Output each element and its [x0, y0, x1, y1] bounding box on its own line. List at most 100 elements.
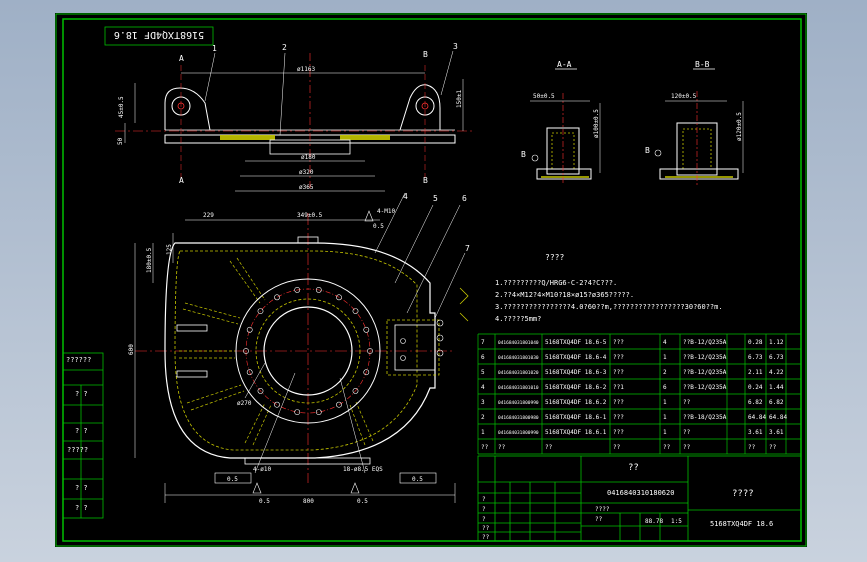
drawing-sheet[interactable]: ?????? ? ? ? ? ????? ? ? ? ? 5168TXQ4DF … — [55, 13, 807, 547]
title-block — [477, 455, 802, 542]
bom-cell-w2: 6.82 — [769, 399, 784, 406]
title-label: ???? — [595, 506, 610, 513]
bom-cell-no: 7 — [481, 339, 485, 346]
bolt-hole — [246, 369, 253, 376]
code-box — [104, 26, 214, 46]
dim-right-h: 150±1 — [456, 90, 463, 108]
bom-cell-mat: ?? — [683, 399, 691, 406]
bom-cell-no: 2 — [481, 414, 485, 421]
title-label: ? — [482, 496, 486, 503]
dim-aa-w: 50±0.5 — [533, 93, 555, 100]
bom-cell-name: 5168TXQ4DF 18.6.1 — [545, 429, 607, 436]
dim-plan-w1: 229 — [203, 212, 214, 219]
bom-header-cell: ?? — [683, 444, 691, 451]
bolt-hole — [243, 348, 249, 354]
bolt-hole — [363, 369, 370, 376]
cut-label-a-top: A — [179, 54, 184, 63]
bom-cell-desc: ??? — [613, 369, 624, 376]
scale-value: 1:5 — [671, 518, 682, 525]
bom-cell-desc: ??? — [613, 354, 624, 361]
bom-cell-code: 041684031801010 — [498, 385, 539, 391]
callout-5: 5 — [433, 194, 438, 203]
cut-label-b-left-2: B — [645, 146, 650, 155]
dim-bb-w: 120±0.5 — [671, 93, 697, 100]
cut-label-b-top: B — [423, 50, 428, 59]
bom-cell-w1: 6.82 — [748, 399, 763, 406]
bom-cell-w1: 3.61 — [748, 429, 763, 436]
left-strip-label: ?????? — [66, 356, 91, 364]
bom-cell-name: 5168TXQ4DF 18.6-2 — [545, 384, 607, 391]
section-bb — [654, 68, 744, 185]
bom-cell-code: 041684031801020 — [498, 370, 539, 376]
dim-left-h1: 45±0.5 — [118, 96, 125, 118]
title-label: ?? — [482, 525, 490, 532]
title-label: ?? — [482, 534, 490, 541]
dim-plan-overall-h: 600 — [128, 344, 135, 355]
bom-cell-qty: 4 — [663, 339, 667, 346]
bolt-hole — [274, 401, 280, 408]
bolt-hole — [352, 387, 359, 394]
bom-cell-code: 041684031800990 — [498, 400, 539, 406]
bom-cell-code: 041684031800980 — [498, 415, 539, 421]
bom-cell-mat: ?? — [683, 429, 691, 436]
dim-hole-label2: 4-M10 — [377, 208, 395, 215]
outer-frame — [55, 13, 807, 547]
drawing-code: 0416840310180620 — [607, 489, 674, 497]
bom-cell-mat: ??B-18/Q235A — [683, 414, 727, 421]
title-label: ? — [482, 506, 486, 513]
bom-cell-w2: 64.84 — [769, 414, 787, 421]
dim-base-mid: ø365 — [299, 184, 314, 191]
title-label: ?? — [595, 516, 603, 523]
bom-cell-w2: 3.61 — [769, 429, 784, 436]
bom-header-cell: ?? — [748, 444, 756, 451]
bom-cell-no: 6 — [481, 354, 485, 361]
bom-cell-w1: 6.73 — [748, 354, 763, 361]
bom-header-cell: ?? — [769, 444, 777, 451]
callout-2: 2 — [282, 43, 287, 52]
dim-plan-h2: 180±0.5 — [146, 247, 153, 273]
left-strip-label: ????? — [67, 446, 88, 454]
dim-bb-h: ø120±0.5 — [736, 112, 743, 141]
bom-cell-desc: ??1 — [613, 384, 624, 391]
bom-cell-qty: 1 — [663, 414, 667, 421]
inner-frame — [62, 18, 802, 542]
bolt-hole — [257, 387, 264, 394]
bom-cell-mat: ??B-12/Q235A — [683, 369, 727, 376]
callout-3: 3 — [453, 42, 458, 51]
bom-cell-desc: ??? — [613, 414, 624, 421]
bom-cell-w1: 64.84 — [748, 414, 766, 421]
dim-plan-overall-w: 800 — [303, 498, 314, 505]
roughness-left: 0.5 — [259, 498, 270, 505]
bolt-hole — [257, 308, 264, 314]
bom-cell-mat: ??B-12/Q235A — [683, 354, 727, 361]
bolt-hole — [246, 326, 253, 333]
dim-hole-label: 4-ø10 — [253, 466, 271, 473]
dim-left-h2: 50 — [117, 137, 124, 145]
bom-cell-qty: 1 — [663, 399, 667, 406]
dim-bore-top: ø180 — [301, 154, 316, 161]
note-line: 3.????????????????4.0?60??m,????????????… — [495, 303, 723, 311]
bom-cell-desc: ??? — [613, 339, 624, 346]
callout-6: 6 — [462, 194, 467, 203]
bom-cell-name: 5168TXQ4DF 18.6-4 — [545, 354, 607, 361]
bom-cell-w1: 0.24 — [748, 384, 763, 391]
bom-cell-qty: 6 — [663, 384, 667, 391]
bom-cell-name: 5168TXQ4DF 18.6-3 — [545, 369, 607, 376]
title-label: ? — [482, 516, 486, 523]
callout-7: 7 — [465, 244, 470, 253]
bom-cell-name: 5168TXQ4DF 18.6-5 — [545, 339, 607, 346]
bom-cell-desc: ??? — [613, 429, 624, 436]
bom-cell-no: 4 — [481, 384, 485, 391]
weight-value: 88.78 — [645, 518, 663, 525]
bom-header-cell: ?? — [481, 444, 489, 451]
bom-cell-mat: ??B-12/Q235A — [683, 384, 727, 391]
note-line: 1.?????????Q/HRG6-C-2?4?C???. — [495, 279, 617, 287]
bolt-hole — [315, 409, 322, 415]
drawing-no: 5168TXQ4DF 18.6 — [710, 520, 773, 528]
bom-cell-code: 041684031800990 — [498, 430, 539, 436]
bom-cell-desc: ??? — [613, 399, 624, 406]
drawing-name: ?? — [628, 463, 639, 473]
bom-cell-w1: 0.28 — [748, 339, 763, 346]
